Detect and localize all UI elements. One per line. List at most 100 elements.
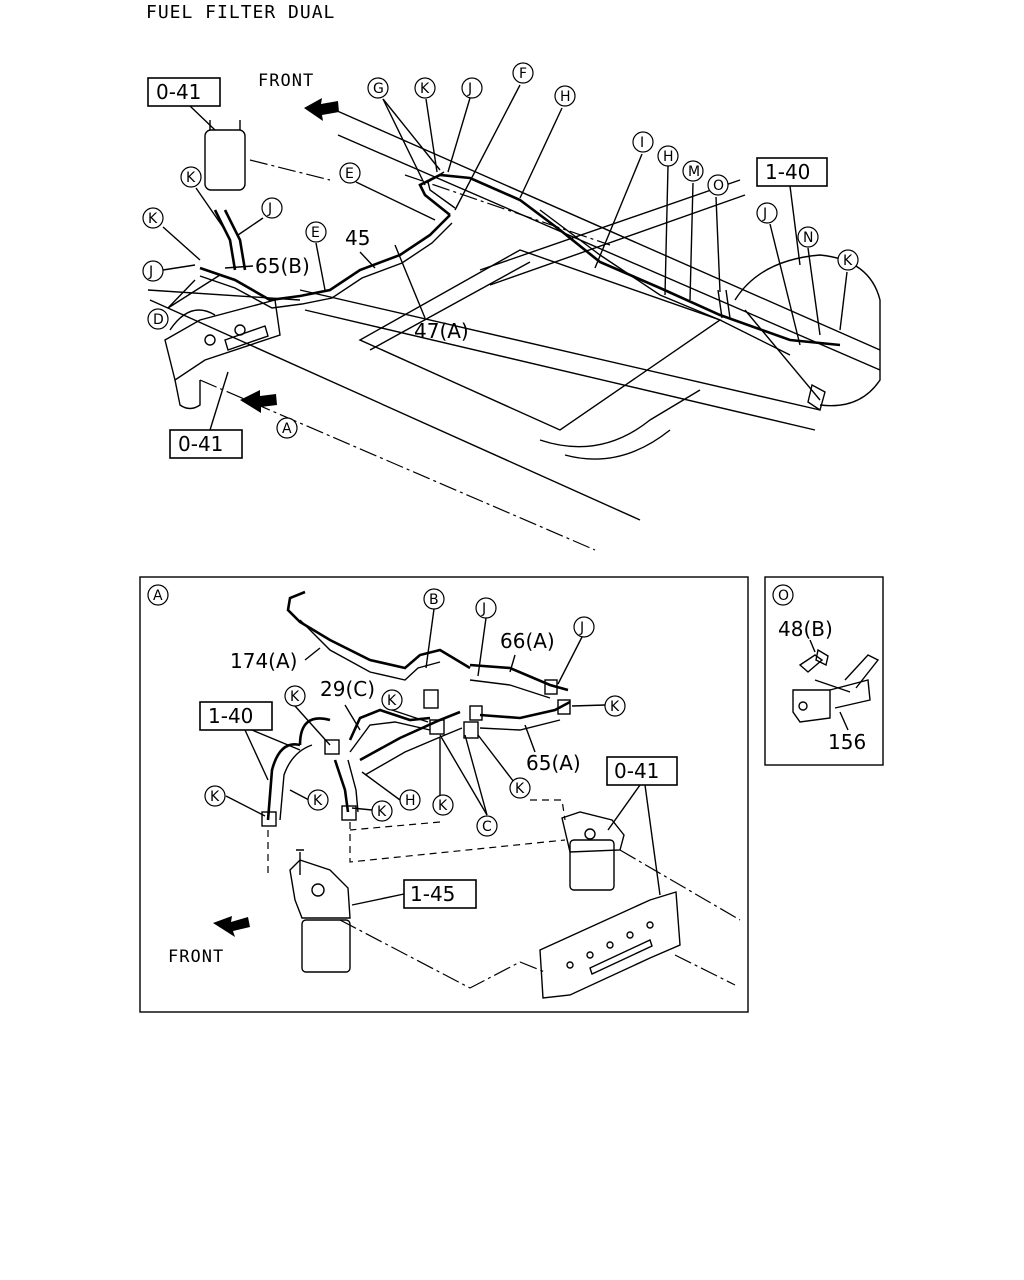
ref-box-145-detail: 1-45: [351, 879, 477, 909]
callout-e: E: [339, 162, 361, 184]
svg-text:1-40: 1-40: [208, 704, 253, 728]
callout-h: H: [657, 145, 679, 167]
ref-box-041-detail: 0-41: [606, 756, 678, 896]
svg-text:F: F: [519, 66, 527, 82]
view-a-arrow: [240, 390, 277, 413]
svg-text:M: M: [688, 164, 700, 180]
callout-h: H: [399, 789, 421, 811]
mounting-bracket: [539, 891, 681, 999]
svg-text:O: O: [778, 588, 789, 604]
front-label-upper: FRONT: [258, 71, 314, 91]
callout-k: K: [307, 789, 329, 811]
svg-text:65(B): 65(B): [255, 254, 310, 278]
callout-h: H: [554, 85, 576, 107]
svg-text:1-40: 1-40: [765, 160, 810, 184]
ref-box-140-top: 1-40: [756, 157, 828, 266]
svg-text:D: D: [153, 312, 164, 328]
svg-text:E: E: [311, 225, 320, 241]
part-65a: 65(A): [526, 751, 581, 775]
svg-text:H: H: [663, 149, 674, 165]
callout-n: N: [797, 226, 819, 248]
callout-a: A: [276, 417, 298, 439]
svg-text:J: J: [481, 601, 486, 617]
svg-text:K: K: [387, 693, 397, 709]
svg-text:K: K: [210, 789, 220, 805]
svg-text:B: B: [429, 592, 439, 608]
svg-text:A: A: [282, 421, 292, 437]
detail-o-panel: O 48(B) 156: [764, 576, 884, 766]
callout-k: K: [837, 249, 859, 271]
front-arrow-lower: FRONT: [168, 916, 250, 967]
callout-b: B: [423, 588, 445, 610]
svg-text:H: H: [560, 89, 571, 105]
front-arrow-upper: FRONT: [258, 71, 339, 121]
svg-text:O: O: [713, 178, 724, 194]
callout-d: D: [147, 308, 169, 330]
callout-k: K: [381, 689, 403, 711]
callout-a-detail: A: [147, 584, 169, 606]
ref-box-041-top: 0-41: [147, 77, 221, 131]
svg-text:J: J: [467, 81, 472, 97]
svg-text:K: K: [438, 798, 448, 814]
svg-text:J: J: [579, 620, 584, 636]
callout-o: O: [707, 174, 729, 196]
callout-m: M: [682, 160, 704, 182]
filter-lower-left: [289, 849, 351, 973]
callout-j: J: [756, 202, 778, 224]
svg-text:G: G: [373, 81, 384, 97]
svg-text:C: C: [482, 819, 492, 835]
part-174a: 174(A): [230, 649, 297, 673]
callout-f: F: [512, 62, 534, 84]
filter-detail-right: [561, 811, 625, 891]
callout-k: K: [509, 777, 531, 799]
fuel-lines-upper: [199, 171, 841, 356]
callout-k: K: [414, 77, 436, 99]
callout-g: G: [367, 77, 389, 99]
svg-text:1-45: 1-45: [410, 882, 455, 906]
callout-k: K: [284, 685, 306, 707]
svg-text:0-41: 0-41: [178, 432, 223, 456]
svg-text:K: K: [313, 793, 323, 809]
callout-k: K: [142, 207, 164, 229]
svg-text:N: N: [803, 230, 813, 246]
callout-k: K: [604, 695, 626, 717]
svg-text:K: K: [148, 211, 158, 227]
svg-text:K: K: [843, 253, 853, 269]
page-title: FUEL FILTER DUAL: [146, 2, 336, 23]
svg-text:0-41: 0-41: [614, 759, 659, 783]
callout-j: J: [475, 597, 497, 619]
svg-text:J: J: [762, 206, 767, 222]
svg-text:J: J: [148, 264, 153, 280]
part-labels-upper: 45 65(B) 47(A): [224, 226, 469, 343]
callout-j: J: [461, 77, 483, 99]
callout-j: J: [573, 616, 595, 638]
upper-front-filter: [164, 120, 281, 410]
front-label-lower: FRONT: [168, 947, 224, 967]
svg-text:E: E: [345, 166, 354, 182]
svg-text:K: K: [290, 689, 300, 705]
ref-box-041-bottom: 0-41: [169, 371, 243, 459]
callout-k: K: [432, 794, 454, 816]
svg-text:K: K: [515, 781, 525, 797]
svg-text:K: K: [610, 699, 620, 715]
callout-j: J: [142, 260, 164, 282]
part-66a: 66(A): [500, 629, 555, 653]
svg-text:0-41: 0-41: [156, 80, 201, 104]
svg-text:I: I: [640, 135, 644, 151]
svg-text:K: K: [377, 804, 387, 820]
callout-o-detail: O: [772, 584, 794, 606]
callout-e: E: [305, 221, 327, 243]
part-156: 156: [828, 730, 866, 754]
callout-k: K: [180, 166, 202, 188]
detail-a-panel: A: [139, 576, 749, 1013]
svg-text:45: 45: [345, 226, 370, 250]
callout-c: C: [476, 815, 498, 837]
svg-text:K: K: [186, 170, 196, 186]
callout-i: I: [632, 131, 654, 153]
part-48b: 48(B): [778, 617, 833, 641]
callout-k: K: [371, 800, 393, 822]
chassis-frame: [147, 109, 881, 551]
svg-text:J: J: [267, 201, 272, 217]
callout-leaders-upper: [162, 84, 848, 346]
